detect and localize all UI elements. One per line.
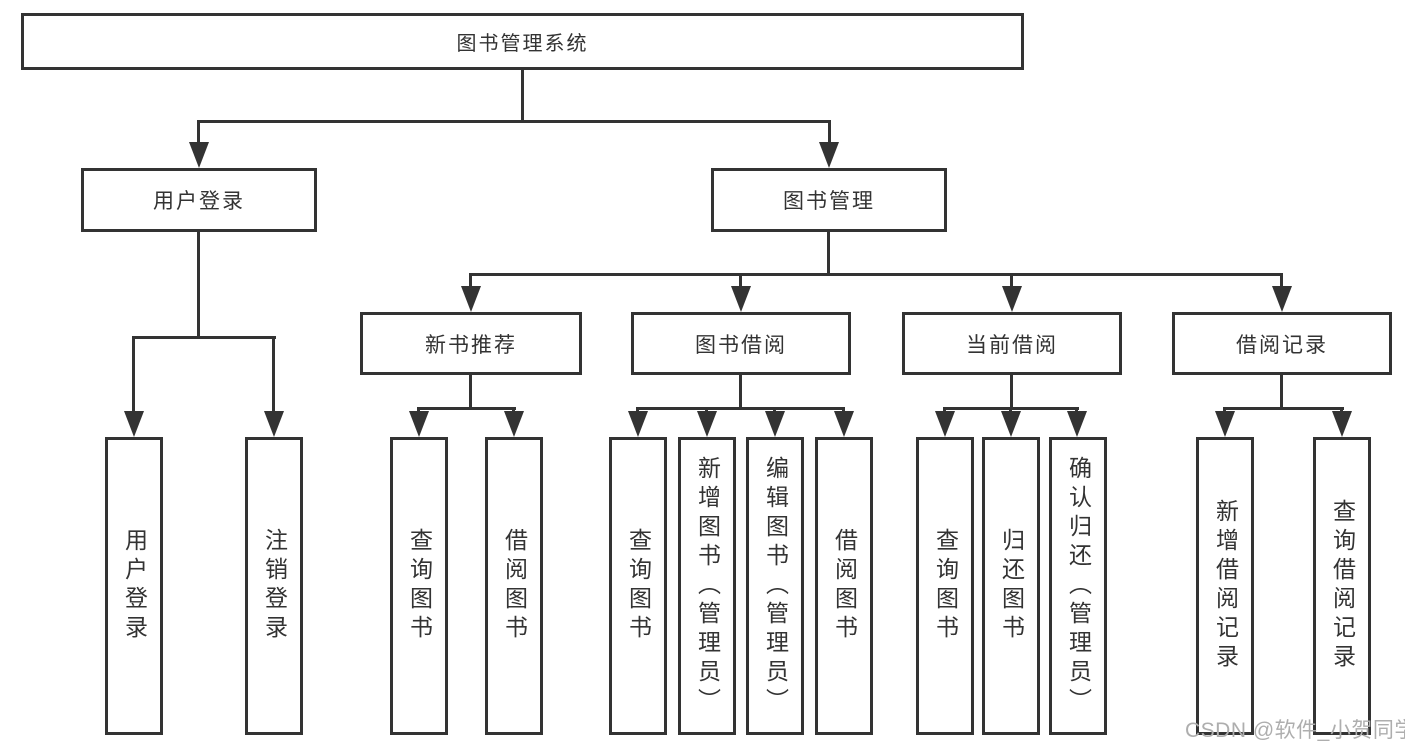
leaf-borrow-books-borrow: 借阅图书	[815, 437, 873, 735]
arrow-down-icon	[834, 411, 854, 437]
connector-bookmgmt-branch	[469, 273, 1283, 276]
node-book-management: 图书管理	[711, 168, 947, 232]
leaf-borrow-books-newbooks: 借阅图书	[485, 437, 543, 735]
connector-bookborrow-branch	[636, 407, 845, 410]
connector-shaft	[1280, 273, 1283, 290]
leaf-add-books-admin: 新增图书（管理员）	[678, 437, 736, 735]
arrow-down-icon	[731, 286, 751, 312]
connector-shaft	[1010, 273, 1013, 290]
node-borrow-records: 借阅记录	[1172, 312, 1392, 375]
arrow-down-icon	[1002, 286, 1022, 312]
arrow-down-icon	[1001, 411, 1021, 437]
arrow-down-icon	[819, 142, 839, 168]
connector-userlogin-branch	[132, 336, 276, 339]
connector-shaft	[828, 120, 831, 146]
node-root: 图书管理系统	[21, 13, 1024, 70]
node-user-login: 用户登录	[81, 168, 317, 232]
connector-shaft	[197, 120, 200, 146]
leaf-query-books-current: 查询图书	[916, 437, 974, 735]
node-book-borrow: 图书借阅	[631, 312, 851, 375]
arrow-down-icon	[461, 286, 481, 312]
connector-newbooks-stem	[469, 375, 472, 407]
connector-shaft	[272, 336, 275, 414]
leaf-confirm-return-admin: 确认归还（管理员）	[1049, 437, 1107, 735]
arrow-down-icon	[935, 411, 955, 437]
leaf-return-books: 归还图书	[982, 437, 1040, 735]
connector-borrowrecords-stem	[1280, 375, 1283, 407]
csdn-watermark: CSDN @软件_小贺同学	[1185, 719, 1405, 742]
connector-userlogin-stem	[197, 232, 200, 336]
leaf-query-borrow-record: 查询借阅记录	[1313, 437, 1371, 735]
leaf-query-books-borrow: 查询图书	[609, 437, 667, 735]
arrow-down-icon	[1215, 411, 1235, 437]
connector-root-branch	[198, 120, 831, 123]
connector-newbooks-branch	[417, 407, 516, 410]
connector-borrowrecords-branch	[1223, 407, 1344, 410]
connector-shaft	[739, 273, 742, 290]
arrow-down-icon	[765, 411, 785, 437]
arrow-down-icon	[1332, 411, 1352, 437]
leaf-logout: 注销登录	[245, 437, 303, 735]
connector-bookmgmt-stem	[827, 232, 830, 273]
arrow-down-icon	[628, 411, 648, 437]
arrow-down-icon	[697, 411, 717, 437]
leaf-user-login: 用户登录	[105, 437, 163, 735]
node-current-borrow: 当前借阅	[902, 312, 1122, 375]
connector-shaft	[132, 336, 135, 414]
connector-root-stem	[521, 70, 524, 120]
leaf-edit-books-admin: 编辑图书（管理员）	[746, 437, 804, 735]
connector-currentborrow-stem	[1010, 375, 1013, 407]
leaf-query-books-newbooks: 查询图书	[390, 437, 448, 735]
arrow-down-icon	[1067, 411, 1087, 437]
node-new-books: 新书推荐	[360, 312, 582, 375]
arrow-down-icon	[189, 142, 209, 168]
connector-shaft	[469, 273, 472, 290]
arrow-down-icon	[504, 411, 524, 437]
connector-bookborrow-stem	[739, 375, 742, 407]
arrow-down-icon	[1272, 286, 1292, 312]
arrow-down-icon	[264, 411, 284, 437]
arrow-down-icon	[409, 411, 429, 437]
leaf-add-borrow-record: 新增借阅记录	[1196, 437, 1254, 735]
arrow-down-icon	[124, 411, 144, 437]
